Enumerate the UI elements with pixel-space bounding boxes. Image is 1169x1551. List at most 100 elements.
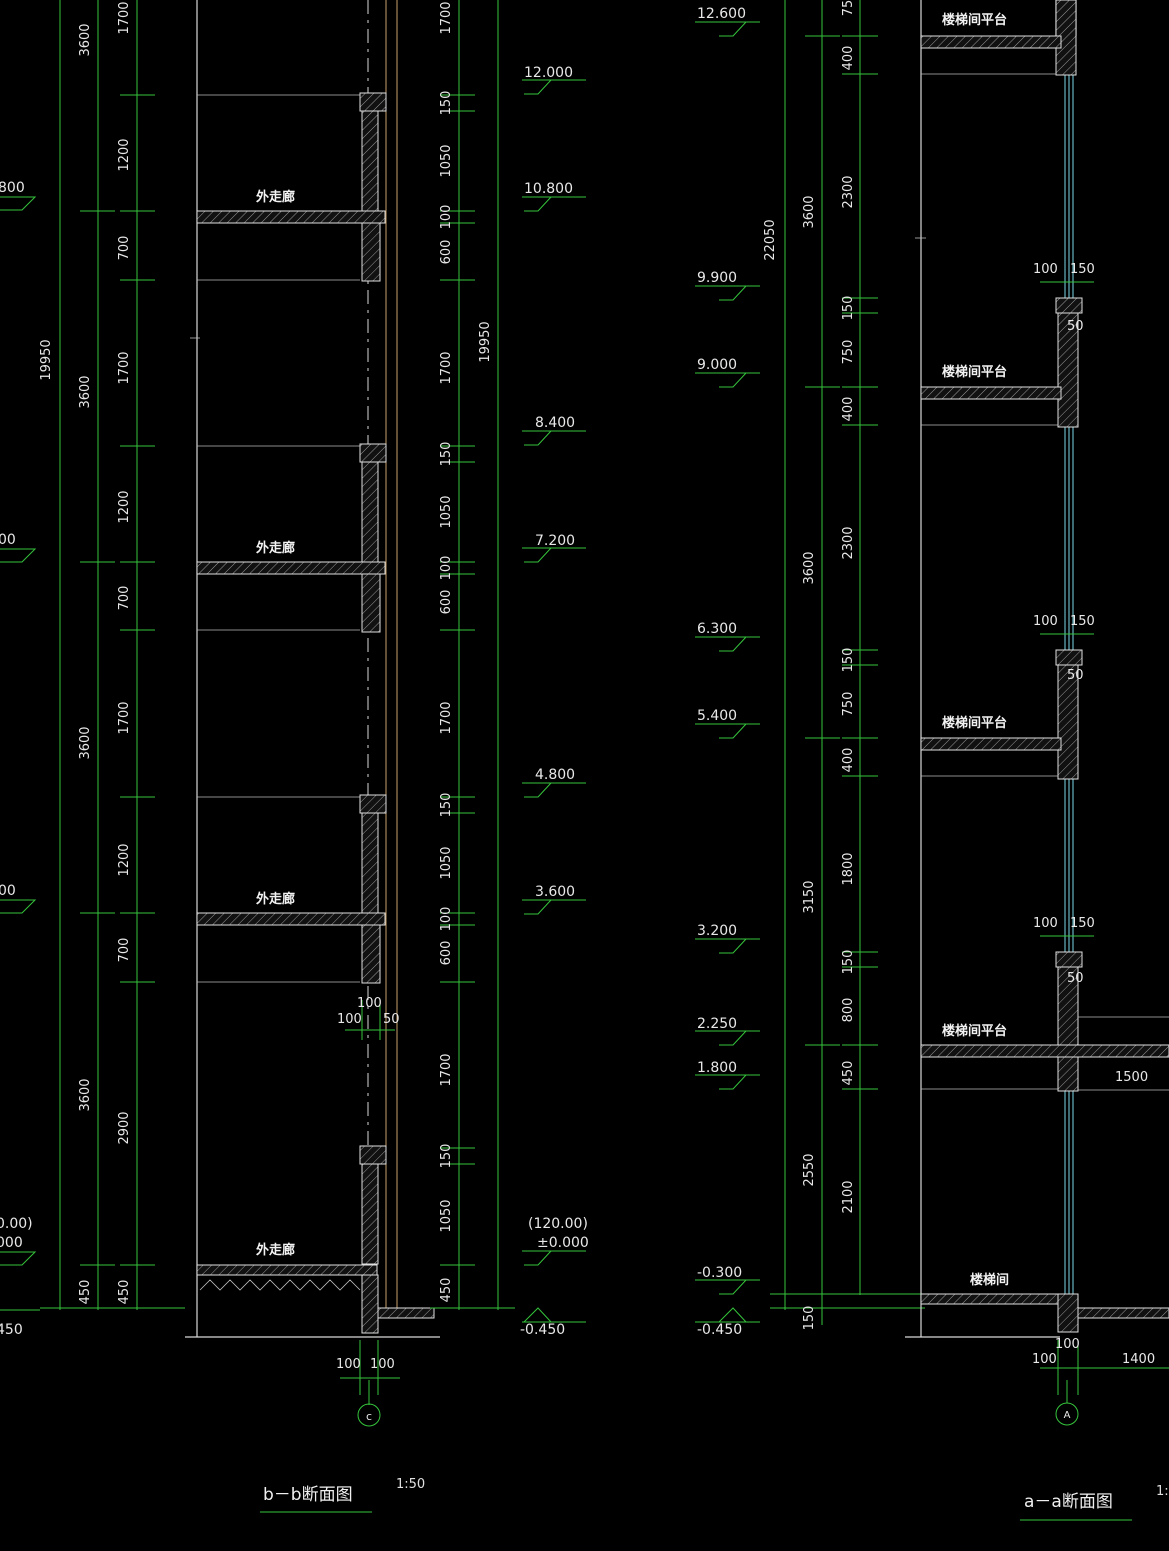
aa-inner-dim: 750 — [841, 340, 856, 365]
bb-detail-dim: 100 — [370, 1357, 395, 1372]
aa-inner-dim: 400 — [841, 46, 856, 71]
bb-inner-dim: 1200 — [117, 138, 132, 171]
grid-axis-label: A — [1064, 1410, 1071, 1421]
level-text: 10.800 — [524, 181, 573, 197]
aa-inner-dim: 75 — [841, 0, 856, 16]
bb-inner-dim: 1700 — [117, 1, 132, 34]
bb-detail-dim: 50 — [383, 1012, 400, 1027]
landing-label: 楼梯间 — [970, 1272, 1009, 1288]
left-level-text: 800 — [0, 180, 25, 196]
left-level-symbol — [0, 196, 37, 211]
left-level-symbol — [0, 1251, 37, 1266]
bb-right-dim: 450 — [439, 1278, 454, 1303]
aa-building — [915, 0, 1077, 1337]
corridor-label: 外走廊 — [255, 540, 295, 556]
bb-right-dim: 1700 — [439, 351, 454, 384]
left-level-text: 0.00) — [0, 1216, 33, 1232]
bb-outer-dim: 3600 — [78, 726, 93, 759]
bb-inner-dim: 450 — [117, 1280, 132, 1305]
level-text: 3.200 — [697, 923, 737, 939]
bb-right-dim: 1700 — [439, 1, 454, 34]
landing-label: 楼梯间平台 — [942, 364, 1007, 380]
bb-slab-4: 外走廊 — [196, 1145, 435, 1334]
bb-slab-2: 外走廊 — [196, 443, 387, 633]
aa-inner-dim: 450 — [841, 1061, 856, 1086]
aa-ground-floor: 楼梯间 — [905, 1272, 1169, 1338]
landing-label: 楼梯间平台 — [942, 715, 1007, 731]
window-dim: 150 — [1070, 262, 1095, 277]
bb-grid-axis: c — [357, 1403, 381, 1427]
bb-right-dim: 600 — [439, 240, 454, 265]
bb-inner-dims: 1700 1200 700 1700 1200 700 1700 1200 70… — [117, 0, 155, 1310]
bb-overall-dim-text: 19950 — [39, 339, 54, 380]
aa-inner-dim: 150 — [841, 296, 856, 321]
aa-outer-dim: 3150 — [802, 880, 817, 913]
section-scale: 1:50 — [396, 1477, 425, 1492]
aa-inner-dim: 400 — [841, 748, 856, 773]
aa-outer-dim: 3600 — [802, 195, 817, 228]
window-dim: 50 — [1067, 971, 1084, 986]
aa-inner-dim: 750 — [841, 692, 856, 717]
section-scale: 1: — [1156, 1484, 1169, 1499]
aa-outer-dims: 3600 3600 3150 2550 150 — [770, 0, 925, 1330]
bb-title-block: b－b断面图 1:50 — [260, 1477, 425, 1513]
landing-label: 楼梯间平台 — [942, 12, 1007, 28]
left-level-text: 00 — [0, 532, 16, 548]
window-dim: 50 — [1067, 668, 1084, 683]
bb-right-overall-dim: 19950 — [478, 321, 493, 362]
bb-right-dim: 1050 — [439, 846, 454, 879]
left-level-symbol — [0, 548, 37, 563]
aa-outer-dim: 2550 — [802, 1153, 817, 1186]
bb-outer-dim: 450 — [78, 1280, 93, 1305]
aa-overall-dim-text: 22050 — [763, 219, 778, 260]
level-text: 3.600 — [535, 884, 575, 900]
window-dim: 100 — [1033, 614, 1058, 629]
bb-outer-dim: 3600 — [78, 375, 93, 408]
aa-outer-dim: 150 — [802, 1306, 817, 1331]
section-title: b－b断面图 — [263, 1485, 353, 1505]
aa-inner-dim: 2300 — [841, 175, 856, 208]
bb-right-dim: 150 — [439, 1144, 454, 1169]
window-dim: 50 — [1067, 319, 1084, 334]
level-text: 9.900 — [697, 270, 737, 286]
level-text: 12.600 — [697, 6, 746, 22]
bb-right-dim: 600 — [439, 941, 454, 966]
corridor-label: 外走廊 — [255, 189, 295, 205]
aa-inner-dim: 400 — [841, 397, 856, 422]
left-level-text: 000 — [0, 1235, 23, 1251]
bb-right-dim: 1050 — [439, 1199, 454, 1232]
section-bb: 800 00 00 0.00) 000 450 19950 3600 3 — [0, 0, 589, 1513]
aa-landing-4: 楼梯间平台 100 150 50 1500 — [920, 916, 1169, 1092]
landing-label: 楼梯间平台 — [942, 1023, 1007, 1039]
level-text: -0.450 — [520, 1322, 565, 1338]
bb-right-dim: 1700 — [439, 1053, 454, 1086]
aa-outer-dim: 3600 — [802, 551, 817, 584]
left-edge-levels: 800 00 00 0.00) 000 450 — [0, 180, 40, 1338]
corridor-label: 外走廊 — [255, 1242, 295, 1258]
bb-inner-dim: 700 — [117, 236, 132, 261]
section-aa: 12.600 9.900 9.000 6.300 5.400 3.200 2.2… — [695, 0, 1169, 1521]
bb-outer-dim: 3600 — [78, 1078, 93, 1111]
bb-inner-dim: 1200 — [117, 843, 132, 876]
level-text: 6.300 — [697, 621, 737, 637]
bb-right-dim: 1050 — [439, 144, 454, 177]
bb-outer-dims: 3600 3600 3600 3600 450 — [40, 0, 185, 1310]
aa-inner-dim: 2300 — [841, 526, 856, 559]
aa-inner-dim: 1800 — [841, 852, 856, 885]
aa-inner-dim: 800 — [841, 998, 856, 1023]
bb-detail-dim: 100 — [336, 1357, 361, 1372]
level-text: 9.000 — [697, 357, 737, 373]
left-level-text: 00 — [0, 883, 16, 899]
bb-right-dims: 1700 150 1050 100 600 1700 150 1050 100 … — [430, 0, 515, 1310]
corridor-label: 外走廊 — [255, 891, 295, 907]
bb-right-dim: 100 — [439, 907, 454, 932]
level-text: -0.450 — [697, 1322, 742, 1338]
bb-right-dim: 1700 — [439, 701, 454, 734]
bb-slab-1: 外走廊 — [196, 92, 387, 282]
aa-detail-dim: 100 — [1055, 1337, 1080, 1352]
bb-right-dim: 150 — [439, 91, 454, 116]
level-text: (120.00) — [528, 1216, 588, 1232]
span-dim: 1500 — [1115, 1070, 1148, 1085]
level-text: 5.400 — [697, 708, 737, 724]
